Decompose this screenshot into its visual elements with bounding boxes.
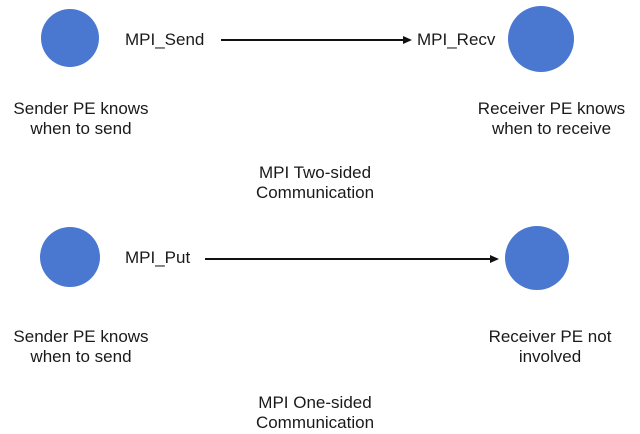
title-two-sided: MPI Two-sided Communication xyxy=(255,163,375,202)
put-arrowhead xyxy=(490,255,499,263)
receiver-node-two-sided xyxy=(508,6,574,72)
title-one-sided: MPI One-sided Communication xyxy=(255,393,375,432)
sender-node-two-sided xyxy=(41,9,99,67)
sender-caption-two-sided: Sender PE knows when to send xyxy=(13,99,149,138)
receiver-node-one-sided xyxy=(505,226,569,290)
receiver-caption-one-sided: Receiver PE not involved xyxy=(488,327,612,366)
mpi-recv-label: MPI_Recv xyxy=(417,30,496,49)
receiver-caption-two-sided: Receiver PE knows when to receive xyxy=(477,99,626,138)
mpi-send-label: MPI_Send xyxy=(125,30,205,49)
mpi-put-label: MPI_Put xyxy=(125,248,191,267)
sender-caption-one-sided: Sender PE knows when to send xyxy=(13,327,149,366)
send-recv-arrowhead xyxy=(403,36,412,44)
sender-node-one-sided xyxy=(40,227,100,287)
